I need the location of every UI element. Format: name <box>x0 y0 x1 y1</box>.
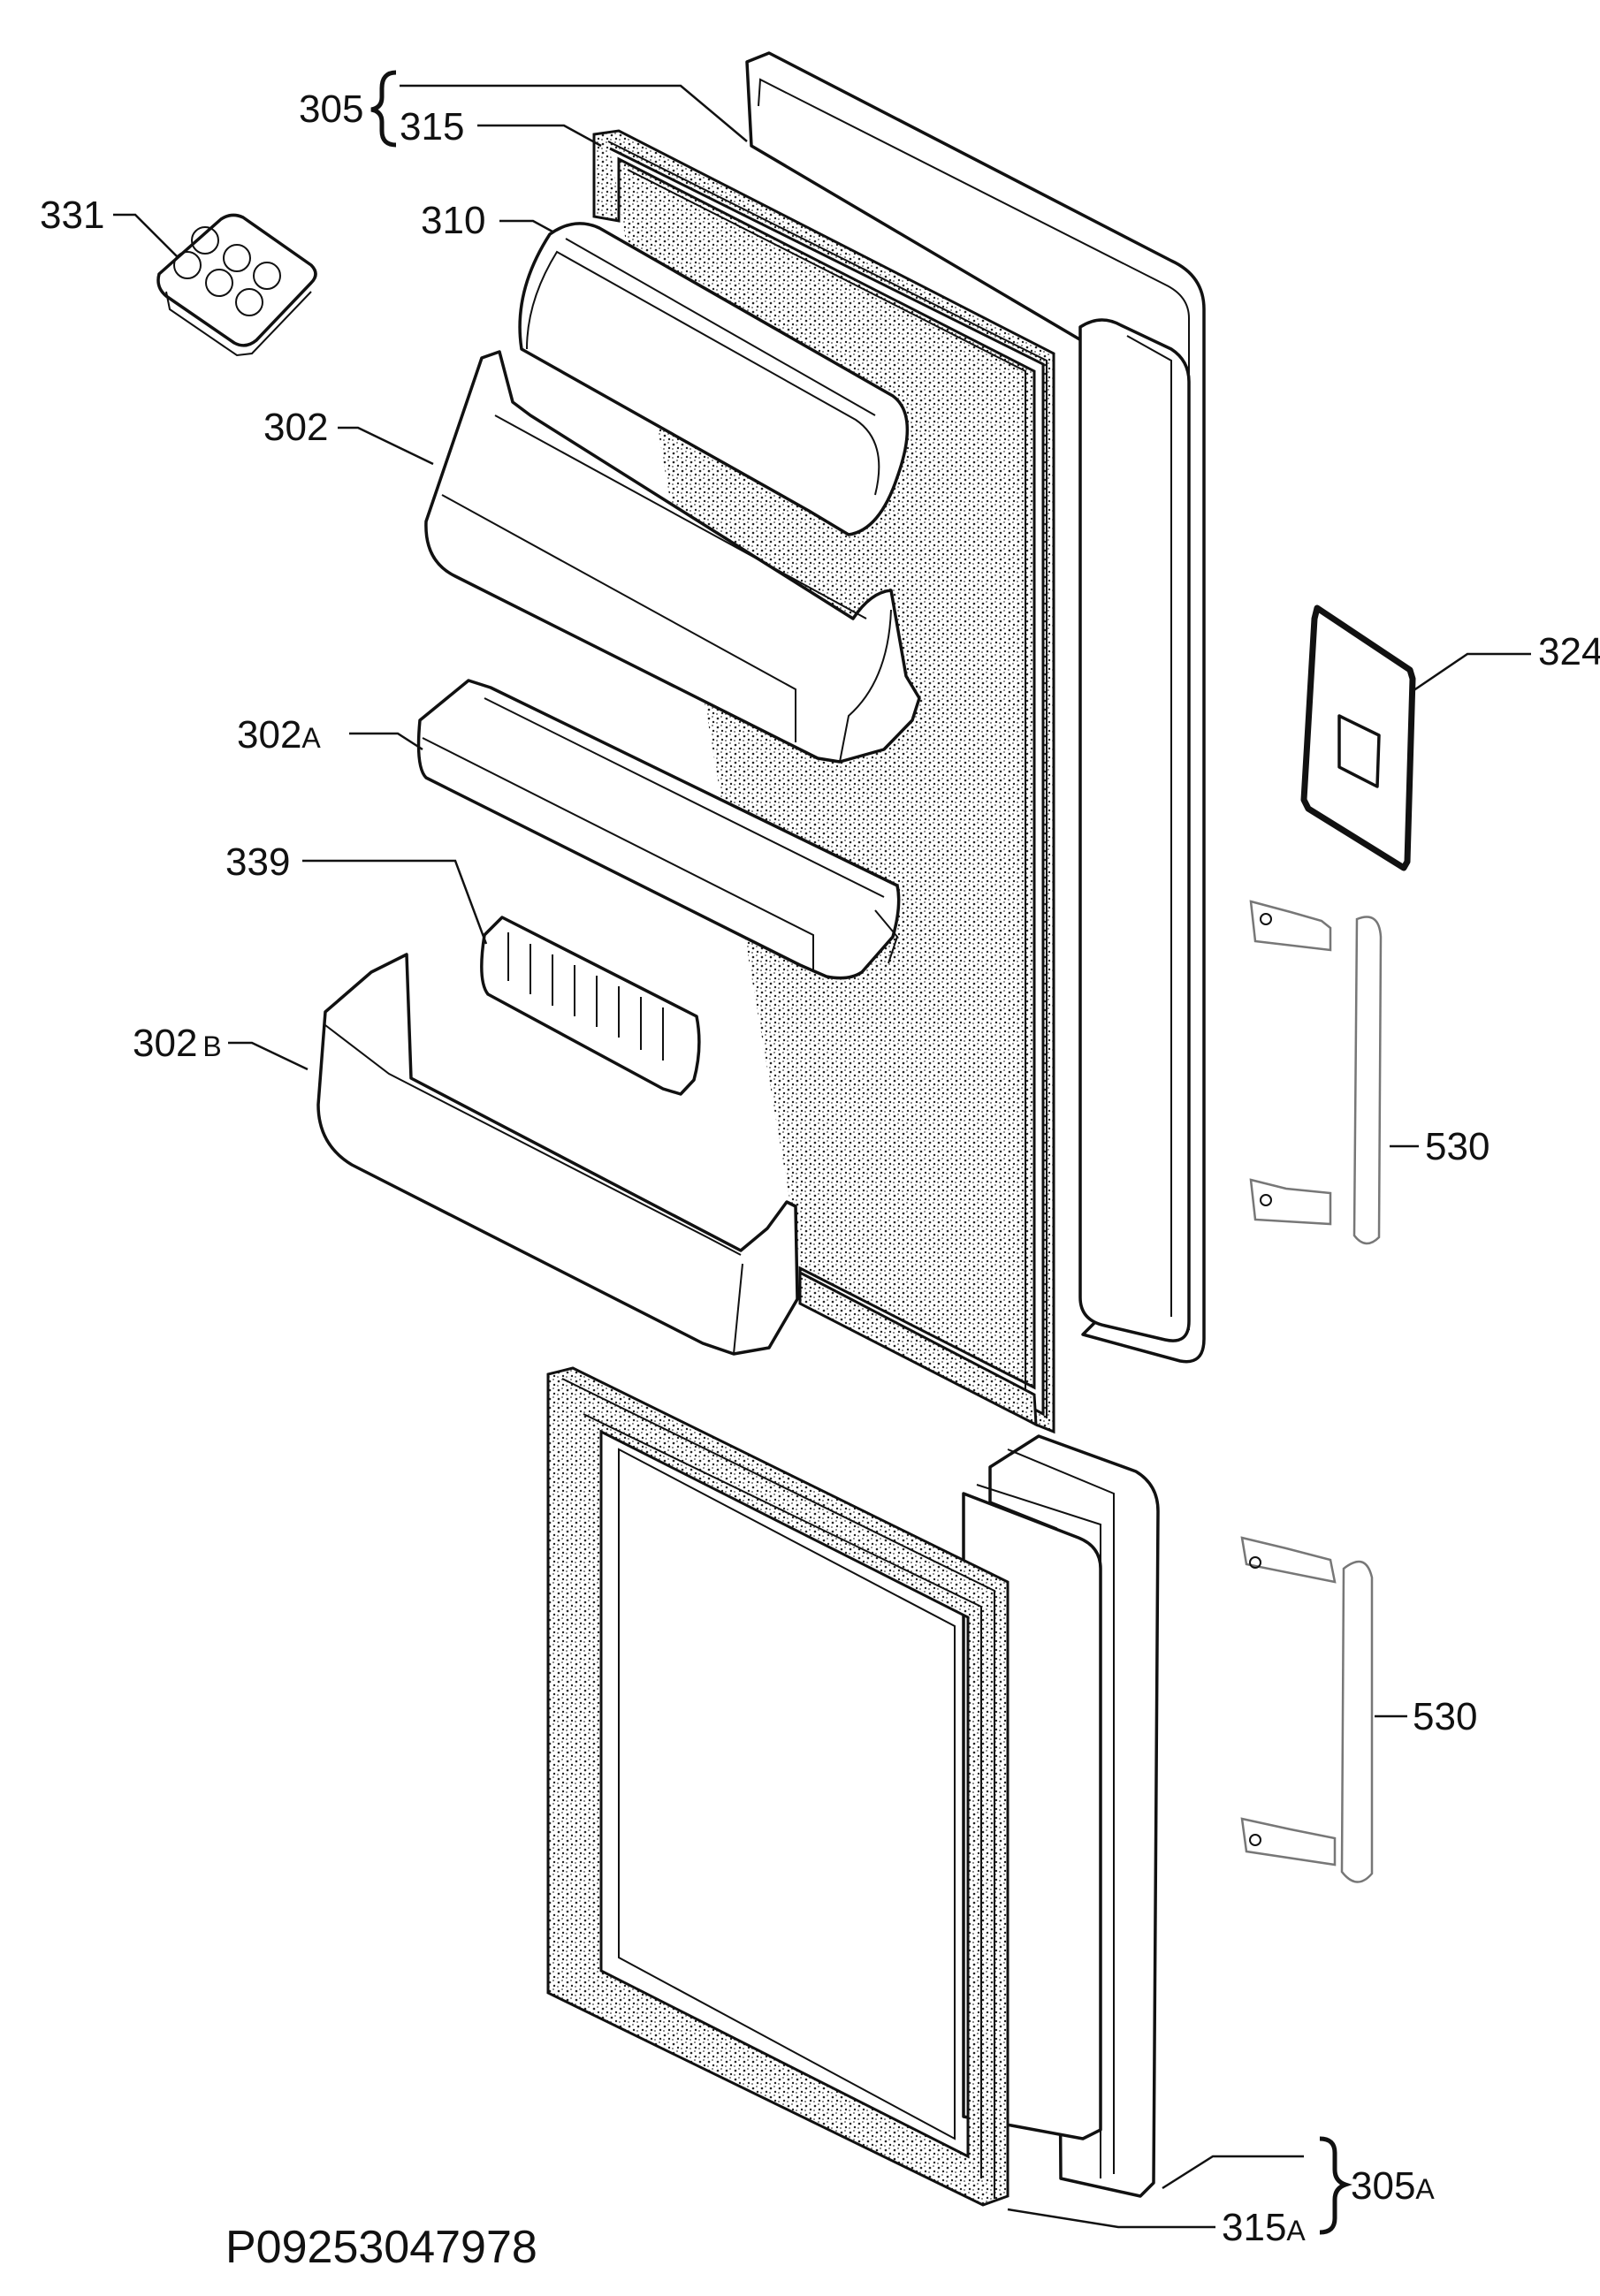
door-shelf-302b <box>316 953 799 1356</box>
rating-label-324 <box>1300 604 1416 871</box>
part-number: P09253047978 <box>225 2222 537 2273</box>
door-handle-upper <box>1249 900 1383 1245</box>
callout-315: 315 <box>400 105 464 148</box>
callout-310: 310 <box>421 199 485 242</box>
callout-305a: 305A <box>1351 2164 1435 2208</box>
callout-530-lower: 530 <box>1413 1695 1477 1738</box>
bottle-divider <box>480 916 701 1096</box>
brace-305a <box>1319 2136 1352 2235</box>
brace-305 <box>370 70 397 148</box>
door-handle-lower <box>1240 1536 1374 1883</box>
lower-door-gasket <box>546 1366 1010 2207</box>
callout-339: 339 <box>225 840 290 884</box>
shelf-lid <box>518 222 910 536</box>
callout-530-upper: 530 <box>1425 1125 1490 1168</box>
upper-door-panel <box>745 51 1206 1364</box>
callout-302a: 302A <box>237 713 321 756</box>
door-shelf-302a <box>416 679 901 980</box>
callout-331: 331 <box>40 194 104 237</box>
callout-324: 324 <box>1538 630 1600 673</box>
egg-tray <box>156 213 317 357</box>
callout-315a: 315A <box>1222 2206 1306 2249</box>
callout-302: 302 <box>263 406 328 449</box>
leader-lines <box>113 84 1531 2229</box>
callout-305: 305 <box>299 87 363 131</box>
door-shelf-302 <box>424 350 921 764</box>
